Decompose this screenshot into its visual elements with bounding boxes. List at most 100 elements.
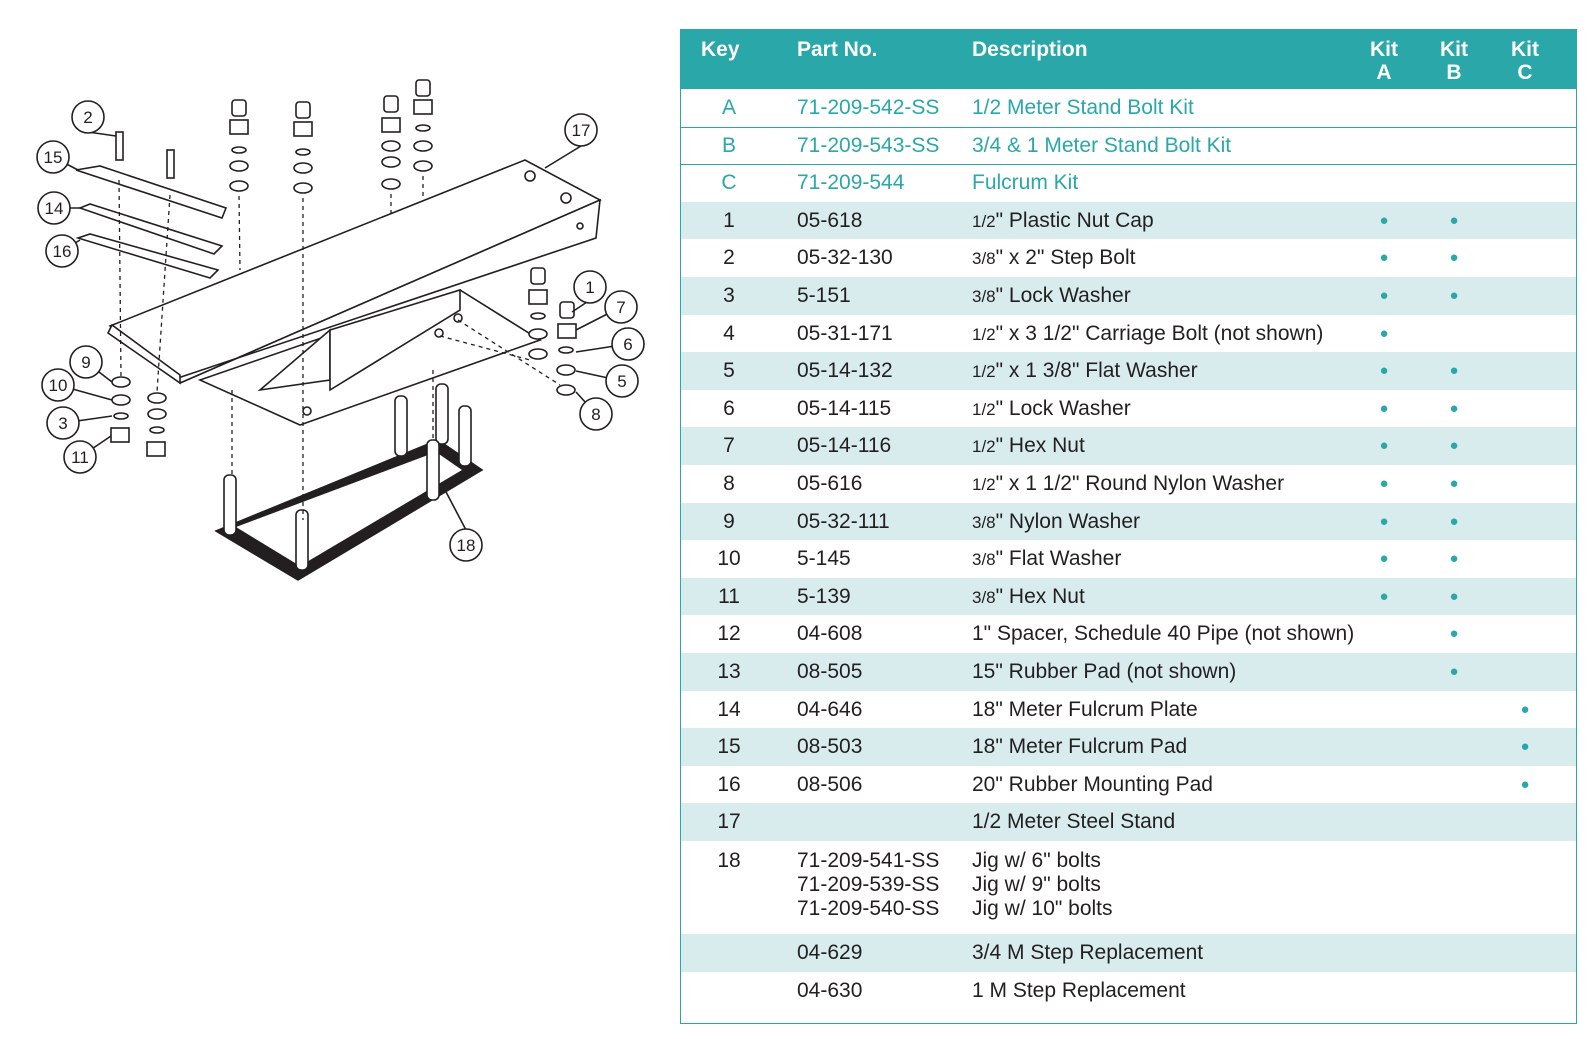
row-description-fraction: 3/8: [972, 550, 996, 570]
header-description: Description: [972, 38, 1088, 61]
row-key: 14: [717, 697, 741, 721]
kit-a-dot-icon: ●: [1379, 324, 1389, 342]
row-description: 1/2 Meter Steel Stand: [972, 803, 1175, 841]
row-part-no: 05-14-116: [797, 434, 892, 458]
row-part-no: 05-31-171: [797, 321, 893, 345]
kit-a-dot-icon: ●: [1379, 362, 1389, 380]
row-description-text: " Lock Washer: [995, 396, 1131, 420]
header-part-no: Part No.: [797, 38, 878, 61]
row-description: 15" Rubber Pad (not shown): [972, 653, 1236, 691]
row-description: 1/2" x 1 1/2" Round Nylon Washer: [972, 465, 1284, 504]
row-description-fraction: 1/2: [972, 362, 996, 382]
row-description-text: 1" Spacer, Schedule 40 Pipe (not shown): [972, 622, 1355, 646]
row-key: 18: [717, 849, 741, 872]
row-part-no: 04-608: [797, 622, 863, 646]
part-no-line: 71-209-540-SS: [797, 897, 940, 920]
row-description-text: " Flat Washer: [995, 547, 1122, 571]
row-key: 7: [723, 434, 735, 458]
kit-b-dot-icon: ●: [1449, 287, 1459, 304]
kit-c-dot-icon: ●: [1520, 738, 1530, 756]
hardware-stack-right: [528, 267, 577, 396]
row-description: 18" Meter Fulcrum Plate: [972, 691, 1198, 729]
row-description: 3/4 M Step Replacement: [972, 941, 1204, 964]
row-part-no: 5-151: [797, 284, 851, 307]
hardware-stack-3: [381, 95, 401, 190]
row-description: 1/2" x 1 3/8" Flat Washer: [972, 352, 1198, 391]
row-key: 16: [717, 772, 741, 796]
row-description: 3/8" x 2" Step Bolt: [972, 239, 1135, 278]
hardware-stack-left: [110, 376, 167, 457]
row-description-fraction: 3/8: [972, 249, 996, 269]
kit-b-dot-icon: ●: [1449, 512, 1459, 530]
row-part-no: 05-32-111: [797, 509, 890, 533]
kit-a-dot-icon: ●: [1379, 399, 1389, 417]
kit-b-dot-icon: ●: [1449, 663, 1459, 680]
row-part-no: 04-630: [797, 978, 863, 1002]
row-key: 4: [723, 321, 735, 345]
kit-b-dot-icon: ●: [1449, 625, 1459, 643]
row-key: 1: [723, 208, 735, 232]
row-part-no: 5-139: [797, 584, 851, 608]
callout-5: 5: [617, 372, 626, 391]
row-description-text: " x 1 3/8" Flat Washer: [995, 359, 1198, 383]
row-description: 3/8" Hex Nut: [972, 578, 1085, 617]
part-no-line: 71-209-541-SS: [797, 849, 940, 872]
row-description-fraction: 3/8: [972, 587, 996, 607]
row-part-no: 08-503: [797, 735, 863, 759]
description-line: Jig w/ 9" bolts: [972, 873, 1101, 896]
row-description-fraction: 3/8: [972, 512, 996, 532]
row-part-no: 05-32-130: [797, 246, 893, 270]
callout-11: 11: [71, 448, 89, 467]
row-description-fraction: 1/2: [972, 475, 996, 494]
callout-8: 8: [591, 405, 600, 424]
fulcrum-plate-14: [77, 203, 224, 255]
kit-b-dot-icon: ●: [1449, 362, 1459, 380]
kit-c-dot-icon: ●: [1520, 775, 1530, 793]
row-key: 13: [717, 660, 741, 683]
kit-a-dot-icon: ●: [1379, 475, 1389, 492]
exploded-diagram: 2 15 14 16 17 1 7 6 5 8 9 10 3 11 18: [36, 79, 645, 581]
row-part-no: 08-505: [797, 660, 863, 683]
kit-a-dot-icon: ●: [1379, 550, 1389, 568]
row-description: Fulcrum Kit: [972, 171, 1079, 195]
callout-9: 9: [81, 353, 90, 372]
kit-b-dot-icon: ●: [1449, 475, 1459, 492]
kit-a-dot-icon: ●: [1379, 211, 1389, 229]
row-description-text: 15" Rubber Pad (not shown): [972, 660, 1237, 683]
kit-b-dot-icon: ●: [1449, 249, 1459, 267]
row-description: 1/2" Lock Washer: [972, 390, 1131, 429]
row-key: B: [721, 133, 736, 157]
row-description: 1/2 Meter Stand Bolt Kit: [972, 96, 1194, 119]
header-key: Key: [701, 38, 740, 61]
row-description: 20" Rubber Mounting Pad: [972, 766, 1213, 804]
row-description: 1/2" Plastic Nut Cap: [972, 202, 1154, 241]
row-description-text: " Plastic Nut Cap: [995, 208, 1154, 232]
row-key: 6: [723, 396, 735, 420]
row-key: 2: [723, 246, 735, 270]
part-no-line: 71-209-539-SS: [797, 873, 940, 896]
kit-b-dot-icon: ●: [1449, 550, 1459, 568]
row-description: 1/2" Hex Nut: [972, 427, 1085, 466]
row-description-text: 20" Rubber Mounting Pad: [972, 772, 1213, 796]
row-key: 5: [723, 359, 735, 383]
row-part-no: 05-616: [797, 472, 863, 495]
row-key: 9: [723, 509, 735, 533]
